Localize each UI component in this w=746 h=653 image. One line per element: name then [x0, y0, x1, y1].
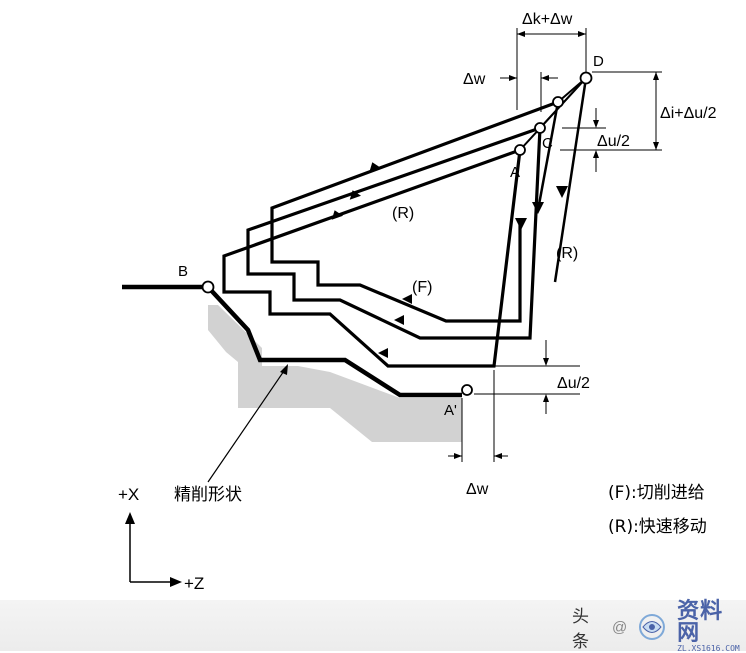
label-di-du2: Δi+Δu/2 [660, 105, 717, 122]
label-axis-x: +X [118, 485, 139, 504]
label-path-r-right: (R) [556, 245, 578, 262]
point-a-prime-marker [461, 384, 473, 396]
label-dw-top: Δw [463, 71, 486, 88]
dim-arrowhead [578, 31, 586, 37]
dim-arrowhead [517, 31, 525, 37]
watermark-author: 头条 [572, 607, 589, 652]
arrowhead [402, 294, 412, 304]
arrowhead [331, 210, 344, 220]
dim-arrowhead [454, 453, 462, 459]
label-du2-bottom: Δu/2 [557, 375, 590, 392]
watermark-logo-icon [639, 614, 666, 640]
rapid-descent-line [536, 101, 560, 211]
roughing-cycle-diagram: D C A B A' Δk+Δw Δw Δi+Δu/2 Δu/2 Δu/2 Δw… [118, 11, 717, 593]
watermark-site-name: 资料网 [677, 599, 724, 646]
dim-arrowhead [543, 358, 549, 366]
watermark-site-url: ZL.XS1616.COM [677, 644, 740, 653]
label-dk-dw: Δk+Δw [522, 11, 573, 28]
watermark: 头条 @ 资料网 ZL.XS1616.COM [572, 601, 746, 653]
roughing-pass-1 [270, 100, 559, 323]
leader-line [207, 367, 287, 483]
label-point-c: C [542, 135, 553, 152]
arrowhead [556, 186, 568, 198]
point-marker [552, 96, 564, 108]
arrowhead [532, 202, 544, 214]
point-d-marker [579, 71, 593, 85]
z-axis-arrowhead [170, 577, 182, 587]
x-axis-arrowhead [125, 512, 135, 524]
rapid-return-line [519, 77, 587, 151]
dim-arrowhead [593, 120, 599, 128]
dim-arrowhead [543, 394, 549, 402]
dim-arrowhead [593, 150, 599, 158]
label-point-b: B [178, 263, 188, 280]
label-finish-shape: 精削形状 [174, 485, 242, 505]
point-c-marker [534, 122, 546, 134]
label-axis-z: +Z [184, 574, 204, 593]
roughing-pass-3 [222, 148, 522, 368]
point-b-marker [201, 280, 215, 294]
label-dw-bottom: Δw [466, 481, 489, 498]
label-path-r-upper: (R) [392, 205, 414, 222]
dim-arrowhead [509, 75, 517, 81]
watermark-at: @ [611, 618, 628, 636]
leader-arrowhead [280, 364, 288, 375]
arrowhead [378, 348, 388, 358]
point-a-marker [514, 144, 526, 156]
label-path-f: (F) [412, 279, 432, 296]
watermark-site-logo: 资料网 ZL.XS1616.COM [677, 601, 746, 653]
dim-arrowhead [653, 72, 659, 80]
dim-arrowhead [494, 453, 502, 459]
legend-feed: (F):切削进给 [608, 483, 705, 503]
label-du2-top: Δu/2 [597, 133, 630, 150]
label-point-d: D [593, 53, 604, 70]
arrowhead [349, 190, 362, 200]
footer-bar [0, 600, 746, 651]
roughing-pass-2 [246, 126, 542, 340]
arrowhead [515, 218, 527, 230]
dim-arrowhead [541, 75, 549, 81]
arrowhead [369, 162, 381, 172]
legend-rapid: (R):快速移动 [608, 517, 707, 537]
rapid-descent-line [553, 77, 588, 283]
dim-arrowhead [653, 142, 659, 150]
label-point-a: A [510, 164, 520, 181]
label-point-a-prime: A' [444, 402, 457, 419]
arrowhead [394, 315, 404, 325]
workpiece-blank [208, 305, 462, 442]
